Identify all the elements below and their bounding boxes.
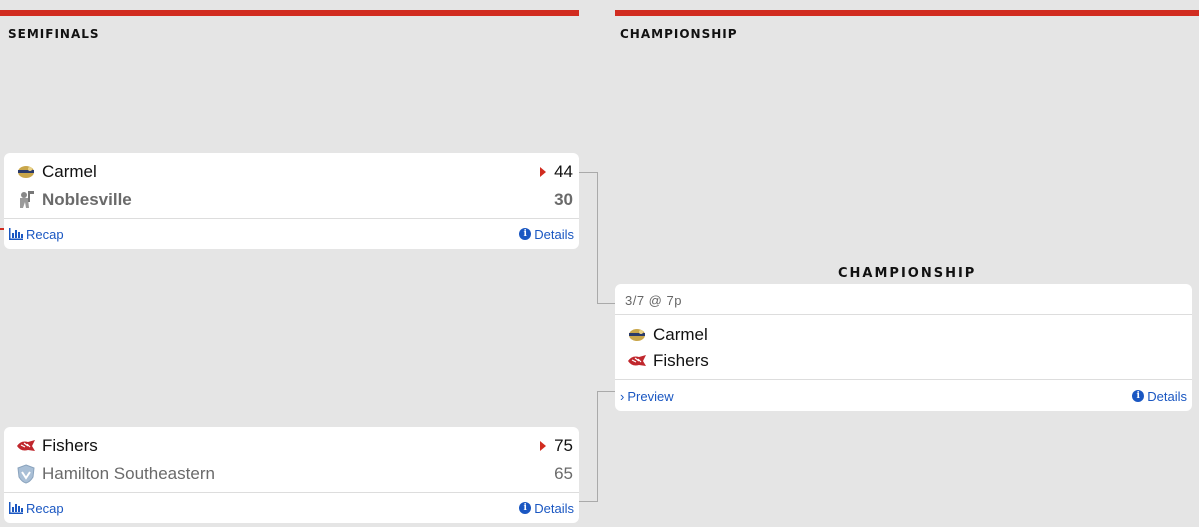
bracket-connector-top (579, 172, 597, 173)
semifinals-header-bar (0, 10, 579, 16)
semifinal-game-card-2[interactable]: Fishers 75 Hamilton Southeastern 65 Reca… (4, 427, 579, 523)
team-score: 65 (554, 464, 573, 483)
team-name: Carmel (42, 162, 97, 181)
team-name: Fishers (653, 351, 709, 370)
carmel-greyhound-icon (16, 162, 36, 182)
details-label: Details (534, 226, 574, 242)
bar-chart-icon (9, 502, 23, 514)
team-name: Carmel (653, 325, 708, 344)
championship-header-bar (615, 10, 1199, 16)
preview-label: Preview (627, 388, 674, 404)
team-row[interactable]: Carmel (627, 322, 1186, 348)
recap-link[interactable]: Recap (9, 501, 64, 516)
team-row-winner[interactable]: Fishers 75 (16, 433, 573, 459)
semifinal-game-card-1[interactable]: Carmel 44 Noblesville 30 Recap i Details (4, 153, 579, 249)
team-row[interactable]: Fishers (627, 348, 1186, 374)
details-link[interactable]: i Details (519, 227, 574, 242)
bracket-connector-vertical-bottom (597, 391, 598, 502)
team-name: Hamilton Southeastern (42, 464, 215, 483)
bracket-line-left (0, 228, 5, 230)
team-score: 75 (554, 436, 573, 455)
championship-game-header: CHAMPIONSHIP (838, 266, 977, 281)
bar-chart-icon (9, 228, 23, 240)
team-score: 30 (554, 190, 573, 209)
game-date-time: 3/7 @ 7p (625, 293, 682, 308)
card-divider (615, 314, 1192, 315)
card-divider (4, 492, 579, 493)
details-link[interactable]: i Details (519, 501, 574, 516)
info-icon: i (1132, 390, 1145, 402)
card-divider (4, 218, 579, 219)
team-name: Fishers (42, 436, 98, 455)
team-row-loser[interactable]: Noblesville 30 (16, 187, 573, 213)
info-icon: i (519, 228, 532, 240)
carmel-greyhound-icon (627, 325, 647, 345)
recap-label: Recap (26, 226, 64, 242)
chevron-right-icon: › (620, 388, 625, 404)
championship-game-card[interactable]: 3/7 @ 7p Carmel Fishers › Preview i Deta… (615, 284, 1192, 411)
recap-label: Recap (26, 500, 64, 516)
details-label: Details (534, 500, 574, 516)
card-footer: Recap i Details (9, 223, 574, 245)
card-footer: › Preview i Details (620, 385, 1187, 407)
card-footer: Recap i Details (9, 497, 574, 519)
card-divider (615, 379, 1192, 380)
semifinals-column-title: SEMIFINALS (8, 27, 100, 41)
team-row-winner[interactable]: Carmel 44 (16, 159, 573, 185)
team-name: Noblesville (42, 190, 132, 209)
info-icon: i (519, 502, 532, 514)
team-score: 44 (554, 162, 573, 181)
fishers-tiger-icon (627, 351, 647, 371)
winner-arrow-icon (540, 441, 546, 451)
noblesville-miller-icon (16, 190, 36, 210)
bracket-connector-bottom (579, 501, 597, 502)
recap-link[interactable]: Recap (9, 227, 64, 242)
bracket-connector-mid-top (597, 303, 615, 304)
preview-link[interactable]: › Preview (620, 389, 674, 404)
hse-royal-icon (16, 464, 36, 484)
championship-column-title: CHAMPIONSHIP (620, 27, 738, 41)
details-link[interactable]: i Details (1132, 389, 1187, 404)
bracket-connector-mid-bottom (597, 391, 615, 392)
fishers-tiger-icon (16, 436, 36, 456)
bracket-connector-vertical-top (597, 172, 598, 304)
details-label: Details (1147, 388, 1187, 404)
winner-arrow-icon (540, 167, 546, 177)
team-row-loser[interactable]: Hamilton Southeastern 65 (16, 461, 573, 487)
